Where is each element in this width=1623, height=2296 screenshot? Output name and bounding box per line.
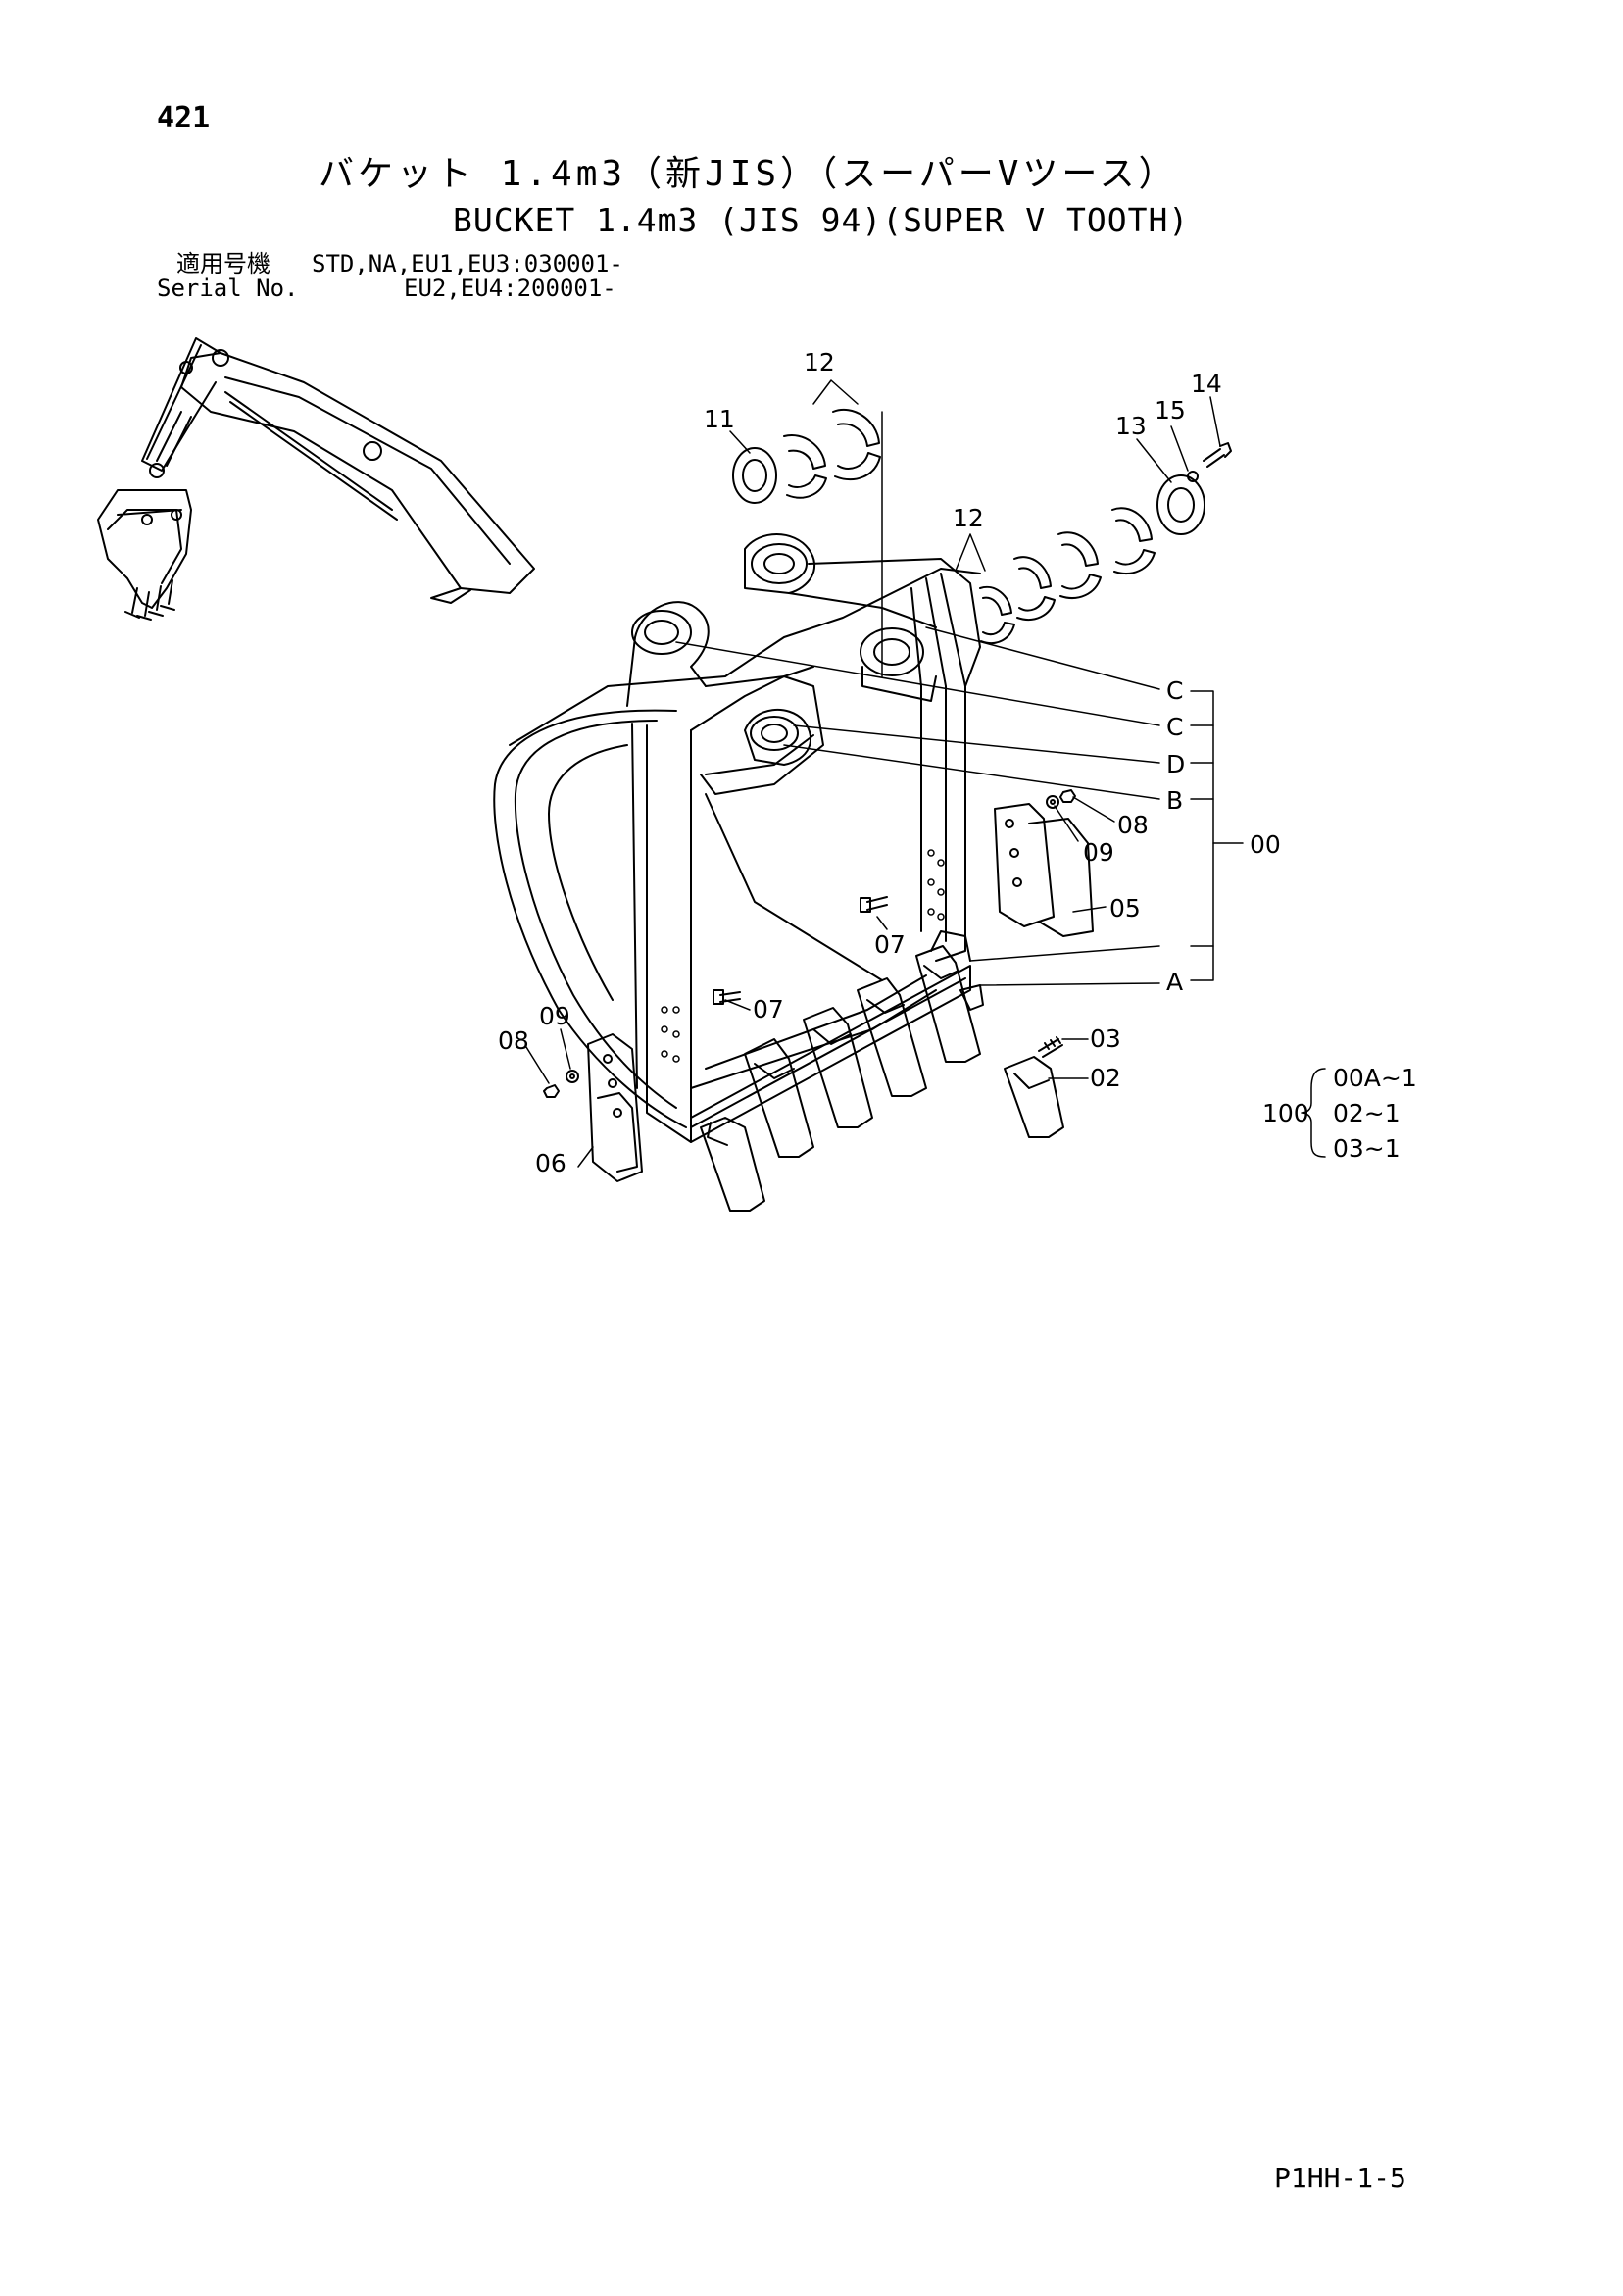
side-shroud-05	[994, 803, 1094, 937]
callout-c-lower: C	[1166, 713, 1183, 741]
leader-lines	[525, 379, 1326, 1168]
excavator-arm-inset	[97, 337, 535, 621]
kit-item-3: 03~1	[1333, 1134, 1401, 1163]
callout-08-left: 08	[498, 1026, 529, 1055]
callout-02: 02	[1090, 1064, 1121, 1092]
pin-parts-right	[979, 442, 1232, 644]
kit-item-1: 00A~1	[1333, 1064, 1417, 1092]
kit-item-2: 02~1	[1333, 1099, 1401, 1127]
callout-00: 00	[1250, 830, 1281, 859]
callout-15: 15	[1155, 396, 1186, 424]
pin-parts-upper	[732, 409, 881, 504]
callout-a: A	[1166, 968, 1183, 996]
bolts-nuts-washers	[543, 789, 1076, 1098]
callout-labels: 12 11 14 15 13 12 C C D B 00 08 09 05 07…	[498, 348, 1281, 1177]
callout-b: B	[1166, 786, 1183, 815]
callout-07-right: 07	[874, 930, 906, 959]
callout-d: D	[1166, 750, 1185, 778]
callout-13: 13	[1115, 412, 1147, 440]
pin-03	[1038, 1036, 1063, 1058]
callout-14: 14	[1191, 370, 1222, 398]
callout-c-upper: C	[1166, 676, 1183, 705]
callout-09-right: 09	[1083, 838, 1114, 867]
bucket-main	[493, 533, 981, 1143]
footer-code: P1HH-1-5	[1274, 2162, 1406, 2194]
tooth-1	[700, 1117, 765, 1212]
kit-qty-label: 100	[1262, 1099, 1309, 1127]
callout-09-left: 09	[539, 1002, 570, 1030]
callout-07-left: 07	[753, 995, 784, 1023]
tooth-02-detached	[1004, 1056, 1064, 1138]
applicability-label: 適用号機	[176, 250, 270, 277]
callout-05: 05	[1109, 894, 1141, 923]
callout-03: 03	[1090, 1024, 1121, 1053]
applicability-value: STD,NA,EU1,EU3:030001-	[312, 250, 623, 277]
serial-number-value: EU2,EU4:200001-	[404, 275, 616, 302]
title-english: BUCKET 1.4m3 (JIS 94)(SUPER V TOOTH)	[453, 201, 1190, 239]
callout-12-top: 12	[804, 348, 835, 376]
callout-06: 06	[535, 1149, 566, 1177]
side-shroud-06	[587, 1033, 643, 1182]
title-japanese: バケット 1.4m3（新JIS）（スーパーVツース）	[319, 154, 1178, 194]
callout-12-mid: 12	[953, 504, 984, 532]
kit-quantity-block: 100 00A~1 02~1 03~1	[1262, 1064, 1417, 1163]
tooth-5	[915, 945, 981, 1063]
tooth-2	[744, 1038, 814, 1158]
page-number: 421	[157, 101, 211, 135]
callout-11: 11	[704, 405, 735, 433]
teeth-group	[700, 930, 1064, 1212]
callout-08-right: 08	[1117, 811, 1149, 839]
serial-number-label: Serial No.	[157, 275, 299, 302]
tooth-4	[857, 977, 927, 1097]
tooth-3	[803, 1007, 873, 1128]
